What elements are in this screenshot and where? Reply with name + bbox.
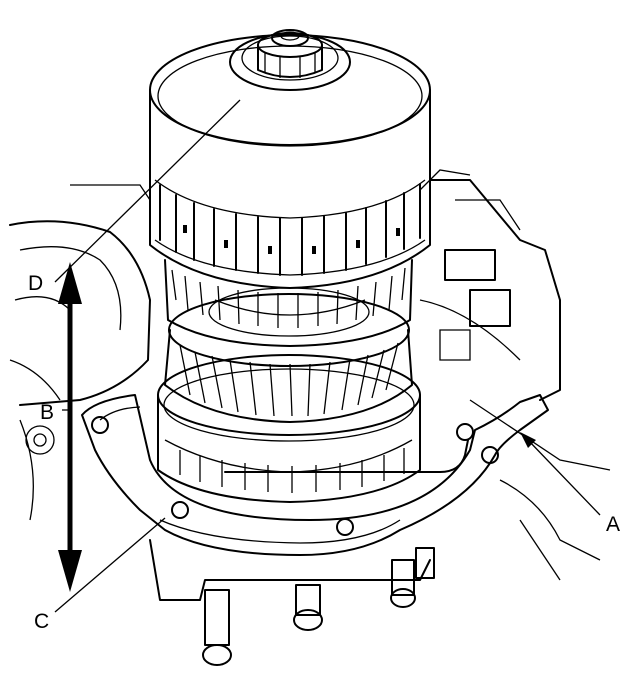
gasket (81, 394, 549, 556)
measurement-arrow (58, 262, 82, 592)
transmission-case (9, 169, 611, 581)
callout-label-a: A (606, 513, 620, 536)
lower-case-bolts (149, 539, 435, 666)
callout-label-b: B (40, 401, 54, 424)
callout-label-c: C (34, 610, 49, 633)
callout-labels: D B C A (28, 272, 620, 633)
mainshaft-countershaft-assembly (149, 29, 431, 503)
leader-lines (54, 99, 601, 613)
callout-label-d: D (28, 272, 43, 295)
